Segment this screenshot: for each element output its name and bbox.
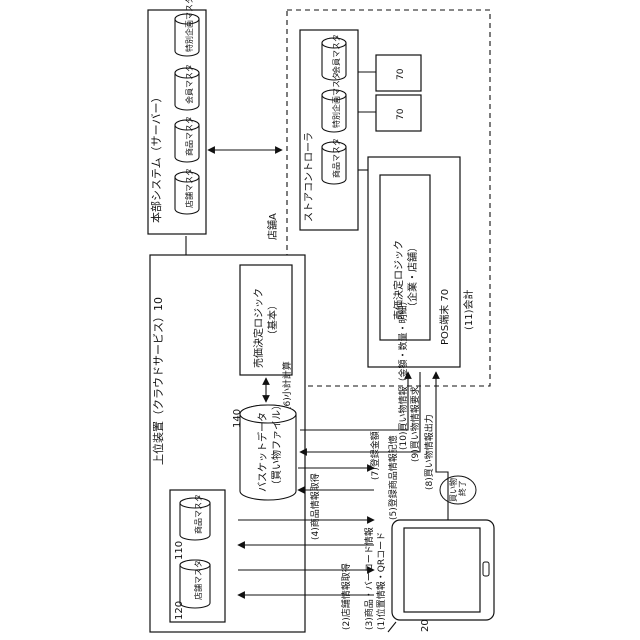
- svg-text:会員マスタ: 会員マスタ: [331, 34, 341, 74]
- basket-ref: 140: [232, 409, 243, 428]
- step-9-label: (9)買い物情報要求: [409, 386, 421, 462]
- svg-text:商品マスタ: 商品マスタ: [331, 138, 341, 178]
- device-master-product: 商品マスタ: [180, 494, 210, 540]
- mobile-screen: [404, 528, 480, 612]
- pricing-logic-basic-box: [240, 265, 292, 375]
- hq-master-product: 商品マスタ: [175, 116, 199, 162]
- hq-system-label: 本部システム（サーバー）: [149, 91, 163, 223]
- sc-master-product: 商品マスタ: [322, 138, 346, 184]
- device-master-store-ref: 120: [174, 601, 185, 620]
- checkout-label: (11)会計: [462, 289, 475, 330]
- svg-text:特別企画マスタ: 特別企画マスタ: [331, 72, 341, 128]
- step-7-label: (7)登録金額: [369, 431, 381, 480]
- pos-ref-box-2-label: 70: [396, 108, 406, 120]
- svg-text:商品マスタ: 商品マスタ: [193, 494, 203, 534]
- pos-terminal-label: POS端末 70: [438, 289, 451, 345]
- device-master-product-ref: 110: [174, 541, 185, 560]
- step-10-label: (10)買い物情報（金額・数量・明細）: [397, 297, 409, 450]
- device-master-store: 店舗マスタ: [180, 560, 210, 608]
- basket-data-cylinder: バスケットデータ （買い物ファイル）: [240, 400, 296, 500]
- svg-text:特別企画マスタ: 特別企画マスタ: [184, 0, 194, 52]
- svg-text:会員マスタ: 会員マスタ: [184, 64, 194, 104]
- pos-ref-box-1-label: 70: [396, 68, 406, 80]
- hq-master-member: 会員マスタ: [175, 64, 199, 110]
- step-10-arrow: [300, 372, 408, 430]
- step-4-label: (4)商品情報取得: [309, 473, 321, 540]
- svg-text:店舗マスタ: 店舗マスタ: [193, 560, 203, 600]
- upper-device-label: 上位装置（クラウドサービス）10: [151, 297, 165, 465]
- step-3-label: (3)商品・バーコード情報: [363, 527, 375, 630]
- svg-text:店舗マスタ: 店舗マスタ: [184, 168, 194, 208]
- hq-master-store: 店舗マスタ: [175, 168, 199, 214]
- step-1-label: (1)位置情報・QRコード: [375, 532, 387, 630]
- hq-master-special: 特別企画マスタ: [175, 0, 199, 56]
- step-5-label: (5)登録商品情報記憶: [387, 435, 399, 520]
- step-2-label: (2)店舗情報取得: [340, 563, 352, 630]
- terminal-ref-leader: [388, 622, 396, 632]
- mobile-home-button: [483, 562, 489, 576]
- terminal-ref: 20: [420, 619, 431, 632]
- store-a-label: 店舗A: [266, 213, 279, 240]
- store-controller-label: ストアコントローラ: [303, 132, 315, 222]
- step-8-label: (8)買い物情報出力: [423, 414, 435, 490]
- svg-text:商品マスタ: 商品マスタ: [184, 116, 194, 156]
